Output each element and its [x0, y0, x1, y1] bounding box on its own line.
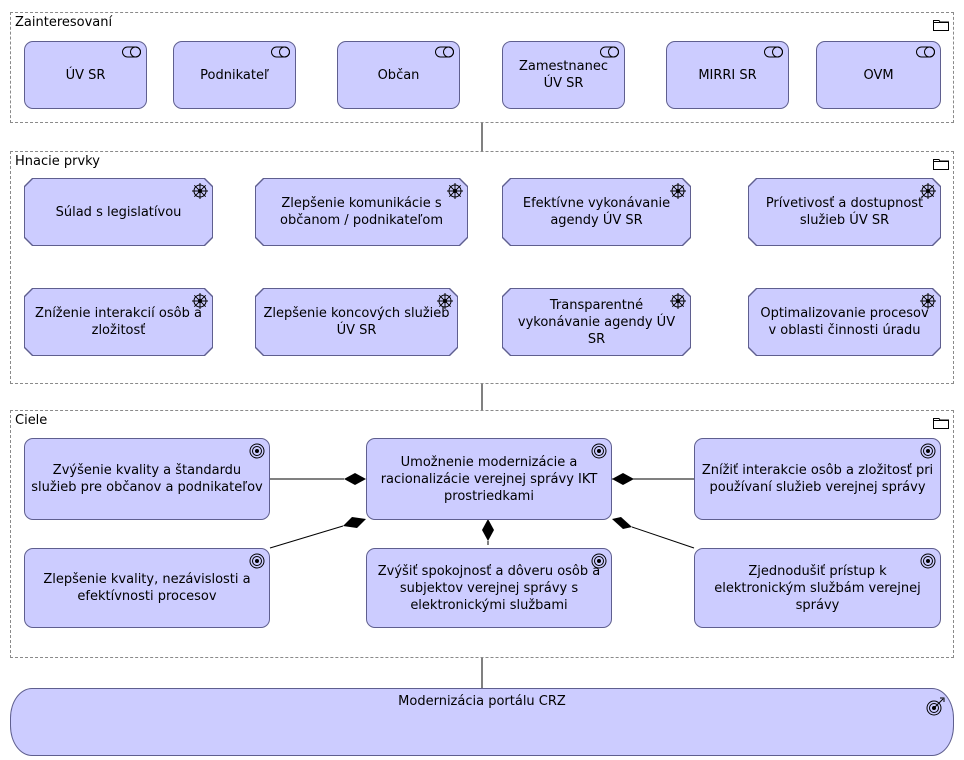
- goal-label: Zlepšenie kvality, nezávislosti a efektí…: [43, 572, 251, 604]
- stakeholder-uv-sr[interactable]: ÚV SR: [24, 41, 147, 109]
- goal-label: Zvýšiť spokojnosť a dôveru osôb a subjek…: [377, 563, 601, 613]
- helm-icon: [436, 292, 454, 310]
- driver-transparentne[interactable]: Transparentné vykonávanie agendy ÚV SR: [502, 288, 691, 356]
- helm-icon: [446, 182, 464, 200]
- goal-label: Zjednodušiť prístup k elektronickým služ…: [714, 563, 921, 613]
- stakeholder-label: Podnikateľ: [200, 67, 269, 83]
- stakeholder-icon: [916, 46, 935, 58]
- folder-icon: [933, 159, 949, 170]
- driver-label: Optimalizovanie procesov v oblasti činno…: [760, 306, 929, 338]
- stakeholder-icon: [600, 46, 619, 58]
- driver-legislativa[interactable]: Súlad s legislatívou: [24, 178, 213, 246]
- stakeholder-label: ÚV SR: [65, 67, 106, 83]
- target-icon: [591, 443, 607, 459]
- stakeholder-icon: [271, 46, 290, 58]
- goal-kvalita-standard[interactable]: Zvýšenie kvality a štandardu služieb pre…: [24, 438, 270, 520]
- goal-spokojnost[interactable]: Zvýšiť spokojnosť a dôveru osôb a subjek…: [366, 548, 612, 628]
- goal-modernizacia[interactable]: Umožnenie modernizácie a racionalizácie …: [366, 438, 612, 520]
- driver-koncove-sluzby[interactable]: Zlepšenie koncových služieb ÚV SR: [255, 288, 458, 356]
- stakeholder-mirri[interactable]: MIRRI SR: [666, 41, 789, 109]
- target-icon: [591, 553, 607, 569]
- goal-kvalita-procesov[interactable]: Zlepšenie kvality, nezávislosti a efektí…: [24, 548, 270, 628]
- target-icon: [249, 553, 265, 569]
- stakeholder-icon: [764, 46, 783, 58]
- helm-icon: [669, 292, 687, 310]
- folder-icon: [933, 20, 949, 31]
- composition-diamond-bottom-center: [482, 519, 494, 541]
- stakeholder-label: MIRRI SR: [698, 67, 757, 83]
- composition-diamond-bottom-right: [612, 517, 632, 529]
- outcome-target-arrow-icon: [926, 697, 945, 716]
- composition-diamond-right: [612, 473, 634, 485]
- group-title-stakeholders: Zainteresovaní: [15, 15, 113, 30]
- outcome-label: Modernizácia portálu CRZ: [398, 694, 566, 709]
- goal-label: Znížiť interakcie osôb a zložitosť pri p…: [701, 463, 934, 495]
- group-title-goals: Ciele: [15, 413, 48, 428]
- target-icon: [920, 553, 936, 569]
- goal-label: Umožnenie modernizácie a racionalizácie …: [380, 454, 598, 504]
- stakeholder-podnikatel[interactable]: Podnikateľ: [173, 41, 296, 109]
- target-icon: [249, 443, 265, 459]
- driver-privetivost[interactable]: Prívetivosť a dostupnosť služieb ÚV SR: [748, 178, 941, 246]
- folder-icon: [933, 418, 949, 429]
- goal-label: Zvýšenie kvality a štandardu služieb pre…: [31, 463, 263, 495]
- composition-diamond-left: [344, 473, 366, 485]
- driver-znizenie-interakcii[interactable]: Zníženie interakcií osôb a zložitosť: [24, 288, 213, 356]
- drivers-group: Hnacie prvky: [10, 151, 954, 384]
- stakeholders-group: Zainteresovaní: [10, 12, 954, 123]
- driver-label: Efektívne vykonávanie agendy ÚV SR: [522, 196, 671, 228]
- helm-icon: [919, 182, 937, 200]
- target-icon: [920, 443, 936, 459]
- stakeholder-label: Zamestnanec ÚV SR: [519, 59, 608, 91]
- helm-icon: [191, 182, 209, 200]
- composition-line-bottom-right: [631, 526, 695, 549]
- driver-label: Zníženie interakcií osôb a zložitosť: [35, 306, 202, 338]
- driver-komunikacia[interactable]: Zlepšenie komunikácie s občanom / podnik…: [255, 178, 468, 246]
- helm-icon: [669, 182, 687, 200]
- stakeholder-icon: [435, 46, 454, 58]
- stakeholder-icon: [122, 46, 141, 58]
- driver-optimalizovanie[interactable]: Optimalizovanie procesov v oblasti činno…: [748, 288, 941, 356]
- outcome-modernizacia-crz[interactable]: Modernizácia portálu CRZ: [10, 688, 954, 756]
- driver-label: Súlad s legislatívou: [55, 204, 182, 220]
- driver-label: Prívetivosť a dostupnosť služieb ÚV SR: [765, 196, 924, 228]
- composition-diamond-bottom-left: [343, 517, 366, 528]
- helm-icon: [191, 292, 209, 310]
- composition-line-bottom-left: [269, 525, 344, 549]
- stakeholder-label: Občan: [377, 67, 420, 83]
- driver-label: Zlepšenie komunikácie s občanom / podnik…: [280, 196, 443, 228]
- group-title-drivers: Hnacie prvky: [15, 154, 100, 169]
- driver-efektivne-agenda[interactable]: Efektívne vykonávanie agendy ÚV SR: [502, 178, 691, 246]
- stakeholder-ovm[interactable]: OVM: [816, 41, 941, 109]
- stakeholder-label: OVM: [863, 67, 894, 83]
- helm-icon: [919, 292, 937, 310]
- goal-pristup[interactable]: Zjednodušiť prístup k elektronickým služ…: [694, 548, 941, 628]
- driver-label: Zlepšenie koncových služieb ÚV SR: [263, 306, 450, 338]
- stakeholder-obcan[interactable]: Občan: [337, 41, 460, 109]
- driver-label: Transparentné vykonávanie agendy ÚV SR: [517, 297, 676, 347]
- goal-znizit-interakcie[interactable]: Znížiť interakcie osôb a zložitosť pri p…: [694, 438, 941, 520]
- goals-group: Ciele: [10, 410, 954, 658]
- stakeholder-zamestnanec[interactable]: Zamestnanec ÚV SR: [502, 41, 625, 109]
